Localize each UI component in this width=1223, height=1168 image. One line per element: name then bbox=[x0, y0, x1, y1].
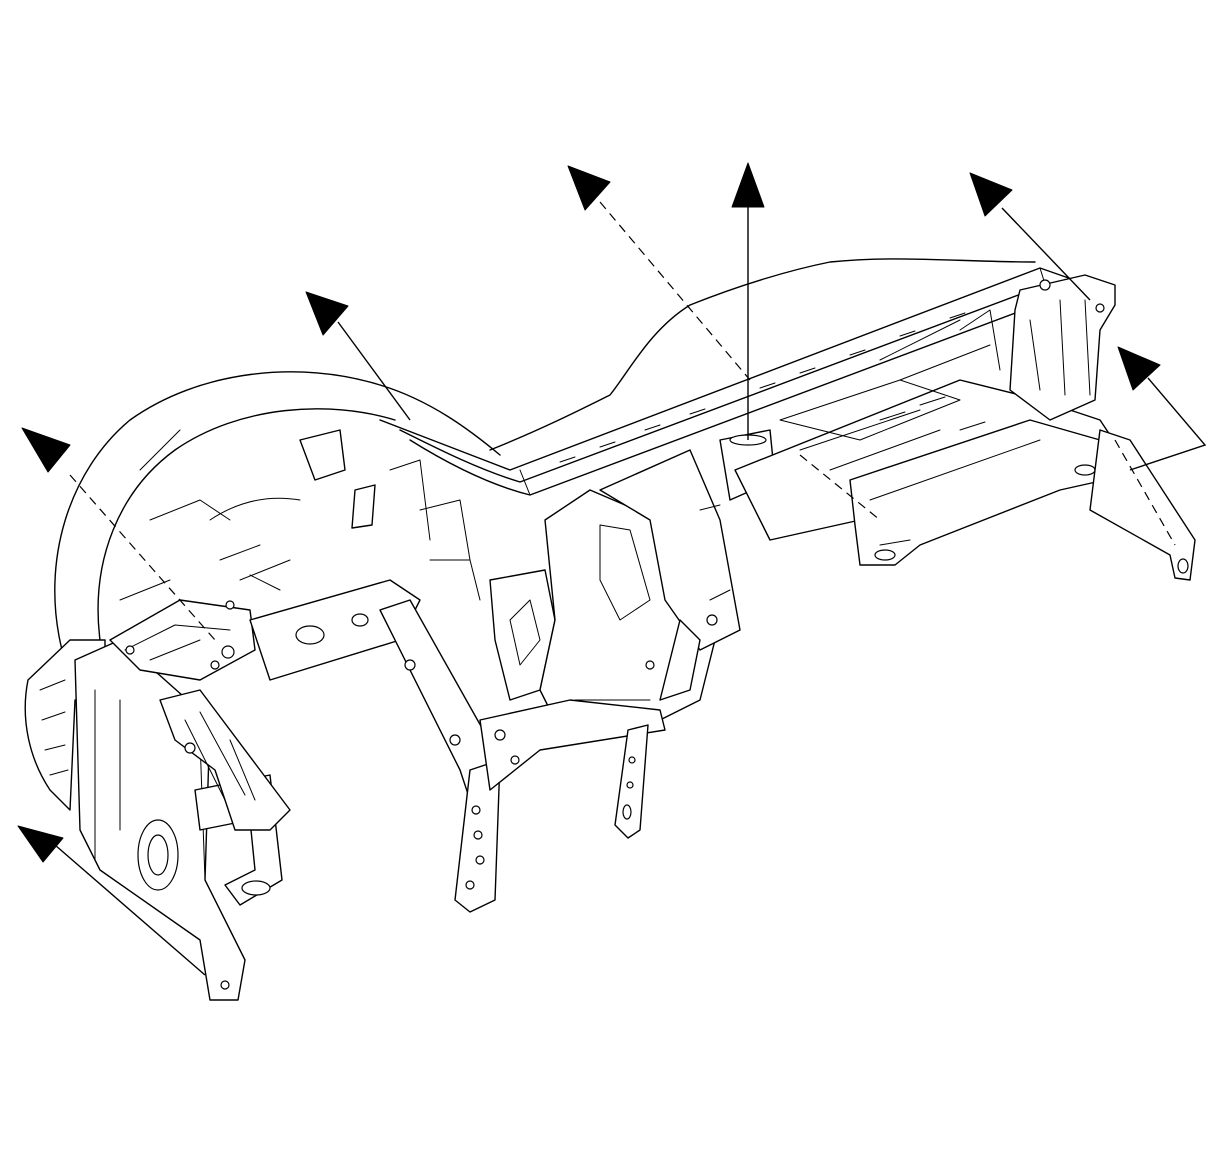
right-cross-frame-slots bbox=[879, 396, 986, 431]
steering-column-support bbox=[159, 689, 291, 831]
right-duct-box bbox=[849, 419, 1106, 566]
center-reference-dash bbox=[799, 454, 881, 521]
center-console-bracket-edge bbox=[574, 524, 651, 701]
arrow-right bbox=[1117, 346, 1207, 471]
internal-lines-center bbox=[419, 499, 731, 601]
right-side-leg-hole bbox=[1177, 558, 1189, 574]
left-upper-brace-detail bbox=[124, 624, 231, 661]
leg-hole-2 bbox=[473, 830, 483, 840]
column-bolt-hole bbox=[184, 742, 196, 754]
arrow-upper-left-center bbox=[305, 291, 411, 421]
fastener-7 bbox=[225, 600, 235, 610]
outer-dash-shroud-inner bbox=[97, 408, 396, 641]
left-end-bracket-detail bbox=[39, 679, 69, 776]
fastener-3 bbox=[494, 729, 506, 741]
interior-shroud-ribs bbox=[209, 459, 431, 591]
duct-box-slot bbox=[874, 549, 896, 561]
fastener-2 bbox=[449, 734, 461, 746]
steering-column-support-ribs bbox=[184, 711, 256, 801]
arrow-top-right-head bbox=[969, 172, 1013, 217]
dash-top-dome bbox=[489, 258, 1036, 451]
fastener-6 bbox=[220, 980, 230, 990]
arrow-upper-left-center-line bbox=[337, 321, 411, 421]
arrow-upper-left-center-head bbox=[305, 291, 349, 336]
fastener-5 bbox=[125, 645, 135, 655]
console-hole-2 bbox=[645, 660, 655, 670]
center-lower-cross-bracket bbox=[479, 699, 666, 791]
arrow-left-upper-line bbox=[69, 474, 216, 641]
leg-hole-1 bbox=[471, 805, 481, 815]
right-lower-leg bbox=[614, 724, 649, 839]
console-side-tab bbox=[659, 619, 701, 701]
arrow-left-lower-line bbox=[54, 844, 206, 976]
center-lower-hole bbox=[510, 755, 520, 765]
left-duct-opening-inner bbox=[147, 834, 169, 876]
arrow-right-head bbox=[1117, 346, 1161, 391]
arrow-left-upper-head bbox=[21, 427, 71, 473]
center-bracket-box-opening bbox=[509, 599, 541, 666]
arrow-top-center-left bbox=[567, 165, 751, 381]
cross-member-hole-2 bbox=[351, 613, 369, 627]
internal-lines-right bbox=[879, 309, 1001, 381]
right-leg-slot bbox=[622, 804, 632, 820]
arrow-top-center-head bbox=[731, 162, 765, 208]
arrow-top-center-left-head bbox=[567, 165, 611, 211]
arrow-left-upper bbox=[21, 427, 216, 641]
right-end-bracket-hole-2 bbox=[1039, 279, 1051, 291]
leg-hole-3 bbox=[475, 855, 485, 865]
arrow-top-right-line bbox=[1001, 207, 1091, 301]
arrow-top-center bbox=[731, 162, 765, 440]
duct-box-slot-2 bbox=[1074, 464, 1096, 476]
right-duct-box-edge bbox=[869, 439, 1041, 546]
internal-lines-left bbox=[119, 429, 291, 601]
outer-dash-shroud bbox=[54, 371, 501, 651]
right-leg-hole-1 bbox=[628, 756, 636, 764]
arrow-left-lower bbox=[17, 825, 206, 976]
right-side-leg bbox=[1089, 429, 1196, 581]
left-lower-bracket-slot bbox=[241, 880, 271, 896]
instrument-panel-carrier bbox=[24, 258, 1196, 1001]
left-brace-hole bbox=[221, 645, 235, 659]
console-side-bracket bbox=[599, 449, 741, 651]
upper-left-interior-tab bbox=[351, 484, 376, 529]
right-cross-frame-detail bbox=[779, 379, 1001, 481]
fastener-4 bbox=[706, 614, 718, 626]
right-reference-dash bbox=[1114, 439, 1176, 546]
arrow-top-center-left-line bbox=[599, 201, 751, 381]
rail-slots bbox=[559, 312, 966, 463]
right-end-bracket-hole bbox=[1095, 303, 1105, 313]
arrow-top-right bbox=[969, 172, 1091, 301]
right-end-bracket-frame bbox=[1029, 299, 1091, 396]
direction-arrows bbox=[17, 162, 1207, 976]
top-cross-rail-mid bbox=[399, 284, 1046, 483]
cross-member-hole bbox=[295, 625, 325, 645]
arrow-right-line bbox=[1129, 377, 1207, 471]
fastener-1 bbox=[404, 659, 416, 671]
right-leg-hole-2 bbox=[626, 781, 634, 789]
arrow-left-lower-head bbox=[17, 825, 64, 863]
top-cross-rail-lower bbox=[409, 299, 1051, 496]
leg-hole-4 bbox=[465, 880, 475, 890]
upper-left-interior-bracket bbox=[299, 429, 346, 481]
left-brace-hole-2 bbox=[210, 660, 220, 670]
top-cross-rail-upper bbox=[379, 267, 1081, 471]
